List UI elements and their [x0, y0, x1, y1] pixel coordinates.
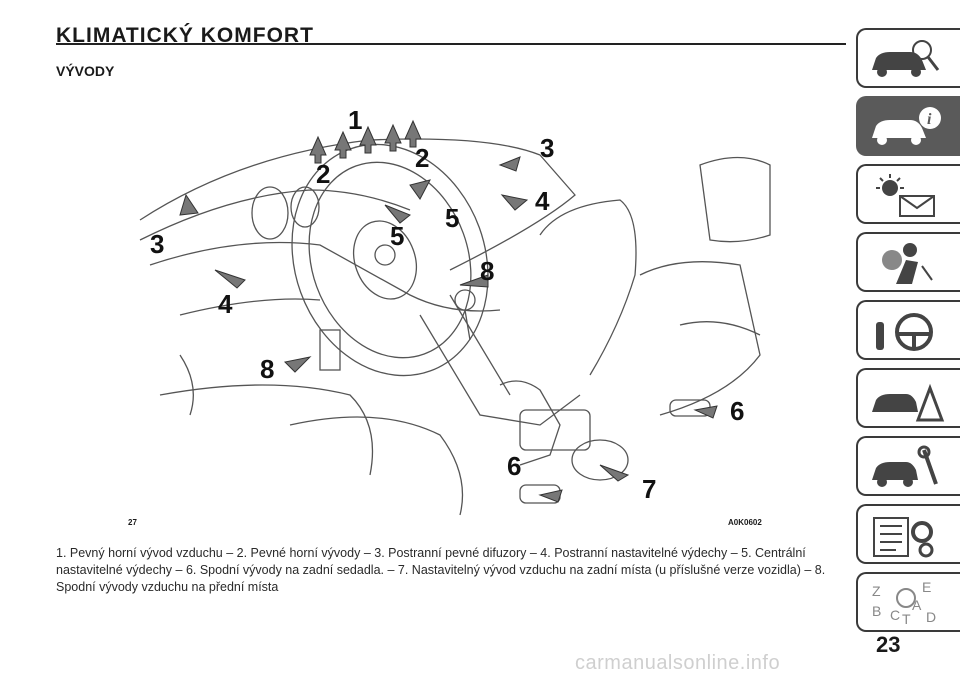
svg-text:B: B	[872, 603, 881, 619]
car-magnifier-icon	[872, 40, 940, 77]
tab-technical-data[interactable]	[856, 504, 960, 564]
alphabet-index-icon: Z E B A C T D	[872, 580, 936, 626]
figure-code: A0K0602	[728, 518, 762, 527]
tab-emergency[interactable]	[856, 368, 960, 428]
callout-4b: 4	[218, 289, 233, 319]
figure-number: 27	[128, 518, 137, 527]
tab-starting-driving[interactable]	[856, 300, 960, 360]
callout-2: 2	[415, 143, 429, 173]
callout-1: 1	[348, 105, 362, 135]
svg-text:C: C	[890, 607, 900, 623]
svg-text:E: E	[922, 580, 931, 595]
callout-4: 4	[535, 186, 550, 216]
svg-text:Z: Z	[872, 583, 881, 599]
svg-text:D: D	[926, 609, 936, 625]
title-divider	[56, 43, 846, 45]
callout-3: 3	[540, 133, 554, 163]
tab-warning-lights[interactable]	[856, 164, 960, 224]
svg-text:T: T	[902, 611, 911, 626]
tab-safety[interactable]	[856, 232, 960, 292]
callout-6b: 6	[507, 451, 521, 481]
section-title: KLIMATICKÝ KOMFORT	[56, 24, 314, 47]
callout-8b: 8	[260, 354, 274, 384]
callout-5: 5	[445, 203, 459, 233]
svg-text:A: A	[912, 597, 922, 613]
steering-wheel-icon	[876, 313, 933, 351]
watermark: carmanualsonline.info	[575, 652, 781, 674]
callout-8: 8	[480, 256, 494, 286]
tab-maintenance[interactable]	[856, 436, 960, 496]
tab-car-info[interactable]: i	[856, 96, 960, 156]
callout-3b: 3	[150, 229, 164, 259]
callout-6: 6	[730, 396, 744, 426]
tab-index[interactable]: Z E B A C T D	[856, 572, 960, 632]
chapter-tabs: i	[856, 28, 960, 632]
page-number: 23	[876, 632, 901, 657]
warning-lights-icon	[876, 174, 935, 217]
car-wrench-icon	[872, 445, 938, 487]
callout-5b: 5	[390, 221, 404, 251]
svg-text:i: i	[927, 111, 932, 128]
vents-illustration: 1 2 2 3 3 4 4 5 5 6 6 7 8 8	[139, 105, 771, 516]
callout-7: 7	[642, 474, 656, 504]
callout-2b: 2	[316, 159, 330, 189]
breakdown-warning-icon	[872, 383, 945, 422]
subsection-title: VÝVODY	[56, 63, 115, 79]
figure-caption: 1. Pevný horní vývod vzduchu – 2. Pevné …	[56, 546, 826, 594]
tab-car-magnifier[interactable]	[856, 28, 960, 88]
airbag-person-icon	[882, 243, 933, 284]
specifications-gear-icon	[873, 517, 934, 558]
car-info-icon: i	[872, 107, 941, 145]
